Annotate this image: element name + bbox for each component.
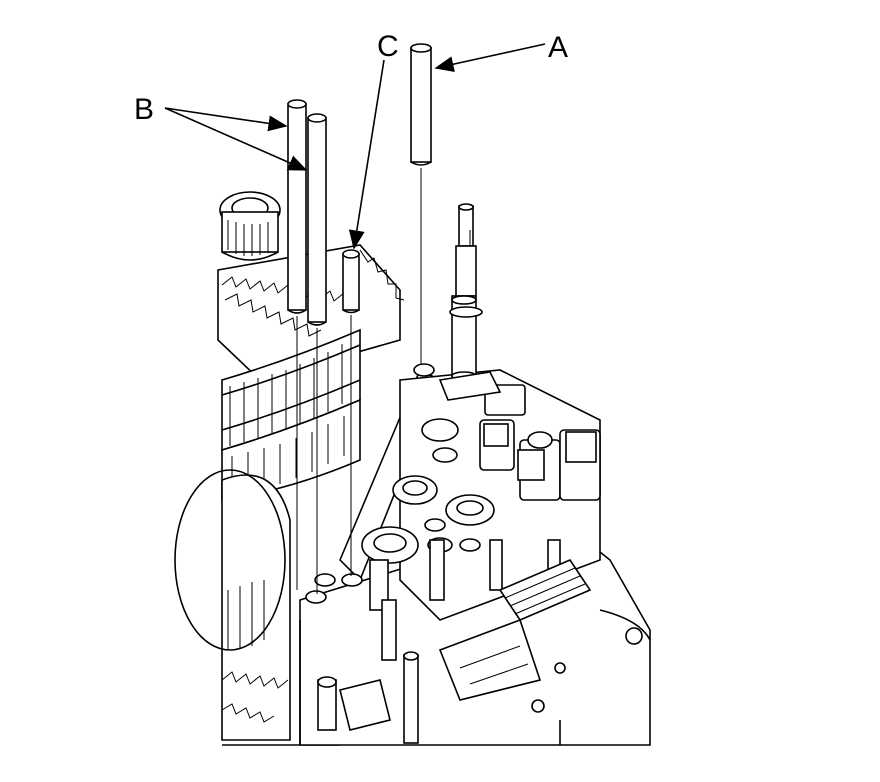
callout-c-label: C (377, 30, 399, 63)
rod-b-left (287, 99, 307, 590)
rod-a (410, 43, 435, 377)
rod-c (342, 249, 360, 576)
callout-a-label: A (548, 31, 568, 64)
gear-clutch-assembly (174, 191, 405, 746)
rod-b-right (307, 113, 327, 594)
leader-a (434, 43, 546, 73)
leader-b (164, 107, 308, 171)
valve-body (299, 368, 651, 746)
callout-b-label: B (134, 93, 154, 126)
leader-c (348, 59, 385, 250)
valve-shaft (438, 203, 502, 401)
